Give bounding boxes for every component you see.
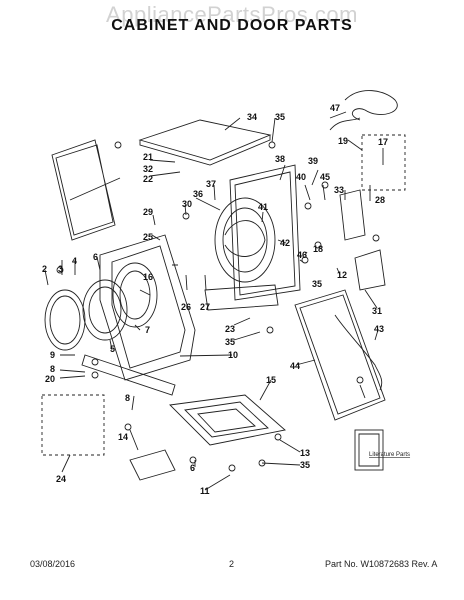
part-number-label: 38 bbox=[275, 154, 285, 164]
literature-label: Literature Parts bbox=[369, 452, 410, 458]
part-number-label: 14 bbox=[118, 432, 128, 442]
part-number-label: 42 bbox=[280, 238, 290, 248]
part-number-label: 28 bbox=[375, 195, 385, 205]
part-number-label: 12 bbox=[337, 270, 347, 280]
part-number-label: 7 bbox=[145, 325, 150, 335]
rear-panel bbox=[229, 164, 301, 301]
part-number-label: 40 bbox=[296, 172, 306, 182]
part-number-label: 2 bbox=[42, 264, 47, 274]
part-number-label: 15 bbox=[266, 375, 276, 385]
part-number-label: 19 bbox=[338, 136, 348, 146]
footer-page: 2 bbox=[229, 559, 235, 569]
wire-harness bbox=[344, 90, 398, 121]
footer-date: 03/08/2016 bbox=[30, 559, 76, 569]
left-rear-panel bbox=[51, 139, 116, 241]
kick-plate bbox=[81, 354, 176, 396]
part-number-label: 9 bbox=[50, 350, 55, 360]
part-number-label: 29 bbox=[143, 207, 153, 217]
part-number-label: 39 bbox=[308, 156, 318, 166]
part-number-label: 35 bbox=[300, 460, 310, 470]
part-number-label: 43 bbox=[374, 324, 384, 334]
part-number-label: 21 bbox=[143, 152, 153, 162]
part-number-label: 46 bbox=[297, 250, 307, 260]
part-number-label: 25 bbox=[143, 232, 153, 242]
part-number-label: 22 bbox=[143, 174, 153, 184]
watermark: AppliancePartsPros.com bbox=[106, 2, 358, 27]
part-number-label: 20 bbox=[45, 374, 55, 384]
top-panel bbox=[138, 119, 272, 166]
part-number-label: 26 bbox=[181, 302, 191, 312]
part-number-label: 10 bbox=[228, 350, 238, 360]
front-panel bbox=[99, 234, 196, 381]
part-number-label: 13 bbox=[300, 448, 310, 458]
part-number-label: 11 bbox=[200, 486, 210, 496]
part-number-label: 8 bbox=[125, 393, 130, 403]
part-number-label: 6 bbox=[93, 252, 98, 262]
part-number-label: 24 bbox=[56, 474, 66, 484]
blower-housing bbox=[214, 197, 276, 283]
part-number-label: 47 bbox=[330, 103, 340, 113]
door-outer-ring bbox=[44, 289, 86, 351]
part-number-label: 18 bbox=[313, 244, 323, 254]
part-number-label: 34 bbox=[247, 112, 257, 122]
part-number-label: 8 bbox=[50, 364, 55, 374]
part-number-label: 31 bbox=[372, 306, 382, 316]
part-number-label: 41 bbox=[258, 202, 268, 212]
page-title: CABINET AND DOOR PARTS bbox=[111, 17, 353, 34]
part-number-label: 33 bbox=[334, 185, 344, 195]
right-side-panel bbox=[294, 289, 386, 421]
part-number-label: 4 bbox=[72, 256, 77, 266]
part-number-label: 32 bbox=[143, 164, 153, 174]
foot-plate bbox=[129, 449, 176, 481]
part-number-label: 30 bbox=[182, 199, 192, 209]
door-glass bbox=[82, 279, 128, 341]
part-number-label: 5 bbox=[110, 344, 115, 354]
part-number-label: 45 bbox=[320, 172, 330, 182]
part-number-label: 6 bbox=[190, 463, 195, 473]
part-number-label: 27 bbox=[200, 302, 210, 312]
literature-box bbox=[354, 429, 384, 471]
part-number-label: 44 bbox=[290, 361, 300, 371]
base-pan bbox=[169, 394, 286, 446]
part-number-label: 16 bbox=[143, 272, 153, 282]
part-number-label: 37 bbox=[206, 179, 216, 189]
part-number-label: 3 bbox=[58, 264, 63, 274]
part-number-label: 35 bbox=[275, 112, 285, 122]
part-number-label: 17 bbox=[378, 137, 388, 147]
part-number-label: 23 bbox=[225, 324, 235, 334]
part-number-label: 36 bbox=[193, 189, 203, 199]
part-number-label: 35 bbox=[225, 337, 235, 347]
footer-part-no: Part No. W10872683 Rev. A bbox=[325, 559, 438, 569]
part-number-label: 35 bbox=[312, 279, 322, 289]
part-number-labels: 47 34 35 19 38 39 40 45 17 33 21 32 22 3… bbox=[42, 103, 388, 496]
